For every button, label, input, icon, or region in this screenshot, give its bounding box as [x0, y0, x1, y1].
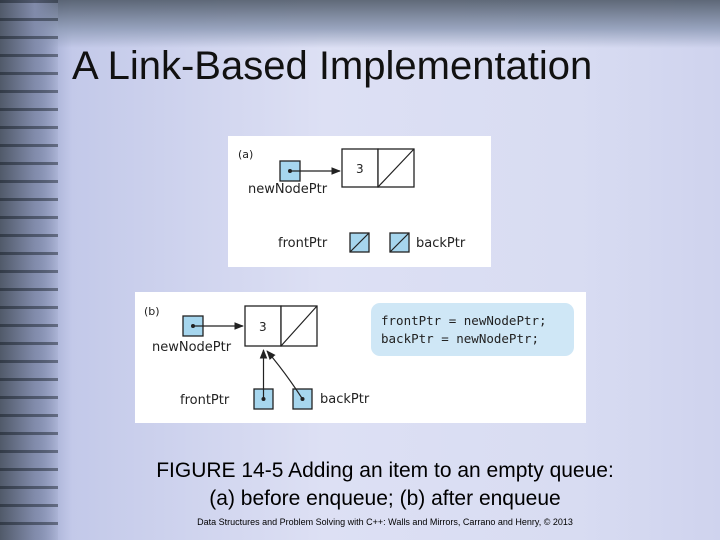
new-node-ptr-label: newNodePtr: [152, 340, 232, 355]
null-slash: [280, 305, 318, 347]
code-box: [371, 303, 574, 356]
caption-line-1: FIGURE 14-5 Adding an item to an empty q…: [156, 459, 614, 482]
node-value: 3: [259, 320, 267, 334]
back-ptr-arrow: [266, 350, 304, 400]
back-ptr-label: backPtr: [416, 236, 466, 251]
figure-b-panel: (b) newNodePtr 3 frontPtr backPtr frontP…: [135, 292, 586, 423]
slide-credit: Data Structures and Problem Solving with…: [197, 517, 573, 527]
figure-a-panel: (a) newNodePtr 3 frontPtr backPtr: [228, 136, 491, 267]
background-photo-left: [0, 0, 58, 540]
figure-a-label: (a): [238, 148, 253, 161]
slide-title: A Link-Based Implementation: [72, 44, 593, 88]
new-node-ptr-label: newNodePtr: [248, 182, 328, 197]
node-value: 3: [356, 162, 364, 176]
node-item-cell: [244, 305, 282, 347]
figure-caption: FIGURE 14-5 Adding an item to an empty q…: [60, 457, 710, 513]
front-ptr-label: frontPtr: [180, 393, 230, 408]
figure-b-label: (b): [144, 305, 160, 318]
figure-b-diagram: (b) newNodePtr 3 frontPtr backPtr frontP…: [144, 303, 574, 410]
caption-line-2: (a) before enqueue; (b) after enqueue: [209, 487, 561, 510]
code-line-front: frontPtr = newNodePtr;: [381, 313, 547, 328]
null-slash: [377, 148, 415, 188]
figure-a-diagram: (a) newNodePtr 3 frontPtr backPtr: [238, 148, 466, 253]
background-photo-top: [0, 0, 720, 48]
front-ptr-label: frontPtr: [278, 236, 328, 251]
code-line-back: backPtr = newNodePtr;: [381, 331, 539, 346]
null-slash: [389, 232, 410, 253]
back-ptr-label: backPtr: [320, 392, 370, 407]
null-slash: [349, 232, 370, 253]
